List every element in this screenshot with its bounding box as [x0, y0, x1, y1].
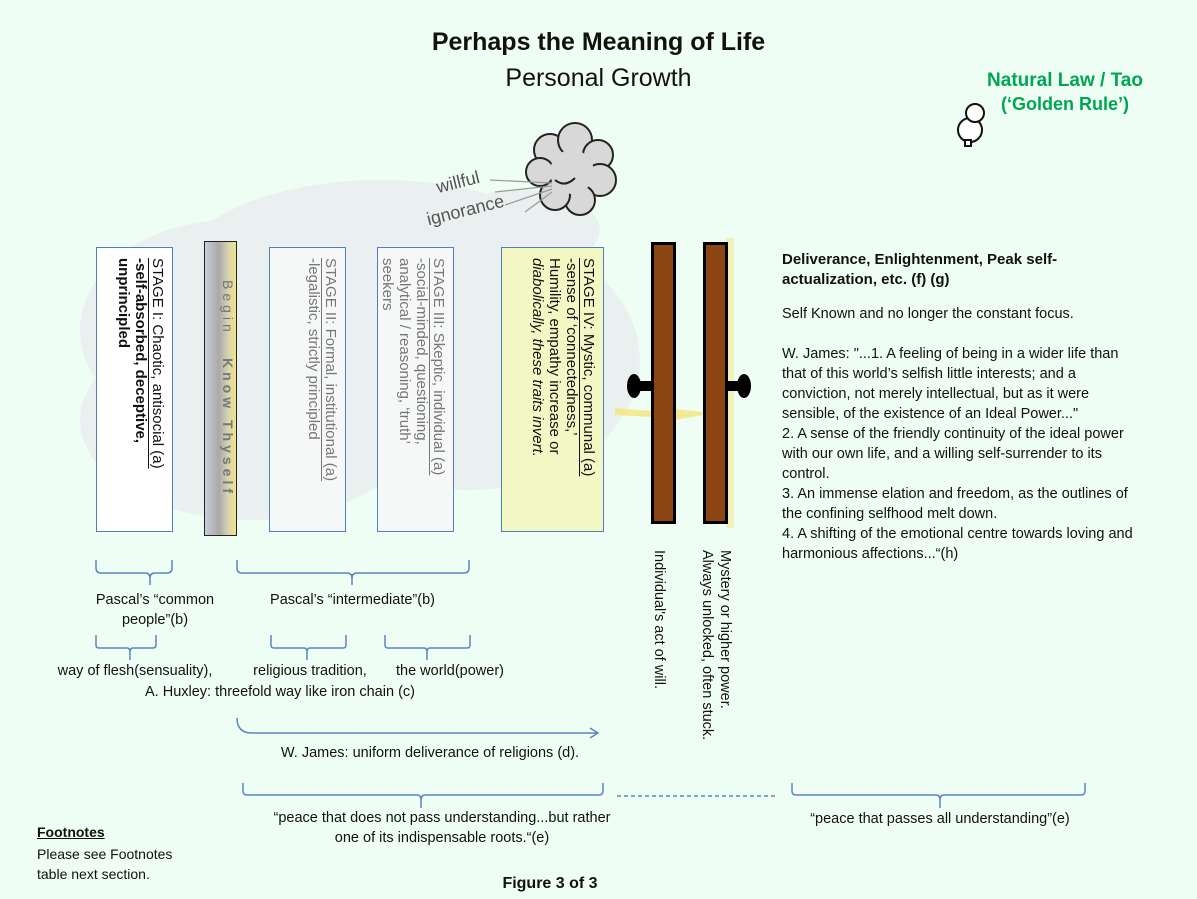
golden-rule-label: (‘Golden Rule’) [1001, 94, 1129, 114]
peace-not-pass-label: “peace that does not pass understanding.… [273, 810, 611, 846]
deliverance-heading: Deliverance, Enlightenment, Peak self-ac… [782, 251, 1058, 288]
stage-4-box: STAGE IV: Mystic, communal (a) -sense of… [501, 247, 604, 532]
braces [95, 560, 1086, 808]
james-point-1: W. James: "...1. A feeling of being in a… [782, 346, 1119, 422]
stage-line: Humility, empathy increase or [546, 258, 563, 455]
blow-lines [489, 179, 553, 213]
know-thyself-bar: Begin Know Thyself [204, 241, 237, 536]
pascal-intermediate-label: Pascal’s “intermediate”(b) [270, 592, 435, 608]
natural-law-title: Natural Law / Tao [987, 70, 1143, 91]
door1-label: Individual's act of will. [651, 550, 667, 689]
footnotes-heading: Footnotes [37, 824, 105, 840]
self-known-text: Self Known and no longer the constant fo… [782, 306, 1074, 322]
stage-line: seekers [379, 258, 396, 311]
religious-label: religious tradition, [253, 663, 367, 679]
door-knobs [627, 374, 751, 398]
begin-label: Begin [220, 280, 236, 336]
stage-line: analytical / reasoning, ‘truth’ [396, 258, 413, 444]
stage-line: -social-minded, questioning, [413, 258, 430, 445]
stage-line: -sense of ‘connectedness,’ [563, 258, 580, 436]
pushpin-icon [957, 103, 985, 147]
page-title: Perhaps the Meaning of Life [431, 28, 766, 56]
stage-heading: STAGE III: Skeptic, individual (a) [430, 258, 447, 476]
deliverance-panel: Deliverance, Enlightenment, Peak self-ac… [782, 250, 1142, 564]
huxley-label: A. Huxley: threefold way like iron chain… [145, 684, 415, 700]
stage-1-box: STAGE I: Chaotic, antisocial (a) -self-a… [96, 247, 173, 532]
know-thyself-label: Know Thyself [220, 357, 236, 497]
stage-line: -legalistic, strictly principled [305, 258, 322, 440]
door-higher-power [703, 242, 728, 524]
stage-heading: STAGE I: Chaotic, antisocial (a) [149, 258, 166, 469]
peace-passes-all-label: “peace that passes all understanding”(e) [810, 811, 1070, 827]
flesh-label: way of flesh(sensuality), [57, 663, 213, 679]
figure-caption: Figure 3 of 3 [502, 875, 598, 892]
door-will [651, 242, 676, 524]
door2-label-line1: Mystery or higher power. [717, 550, 733, 709]
stage-3-box: STAGE III: Skeptic, individual (a) -soci… [377, 247, 454, 532]
stage-line: diabolically, these traits invert. [529, 258, 546, 457]
pascal-common-label: Pascal’s “common people”(b) [95, 592, 215, 628]
world-label: the world(power) [396, 663, 504, 679]
footnotes-text: Please see Footnotes table next section. [37, 846, 173, 882]
stage-line: unprincipled [115, 258, 132, 348]
stage-line: -self-absorbed, deceptive, [132, 258, 149, 444]
james-point-3: 3. An immense elation and freedom, as th… [782, 486, 1128, 522]
stage-heading: STAGE II: Formal, institutional (a) [322, 258, 339, 482]
james-point-4: 4. A shifting of the emotional centre to… [782, 526, 1133, 562]
james-uniform-label: W. James: uniform deliverance of religio… [280, 745, 580, 761]
puff-cloud-icon [525, 122, 617, 216]
page-subtitle: Personal Growth [505, 64, 692, 92]
james-point-2: 2. A sense of the friendly continuity of… [782, 426, 1124, 482]
stage-2-box: STAGE II: Formal, institutional (a) -leg… [269, 247, 346, 532]
door2-label-line2: Always unlocked, often stuck. [699, 550, 715, 741]
stage-heading: STAGE IV: Mystic, communal (a) [580, 258, 597, 477]
